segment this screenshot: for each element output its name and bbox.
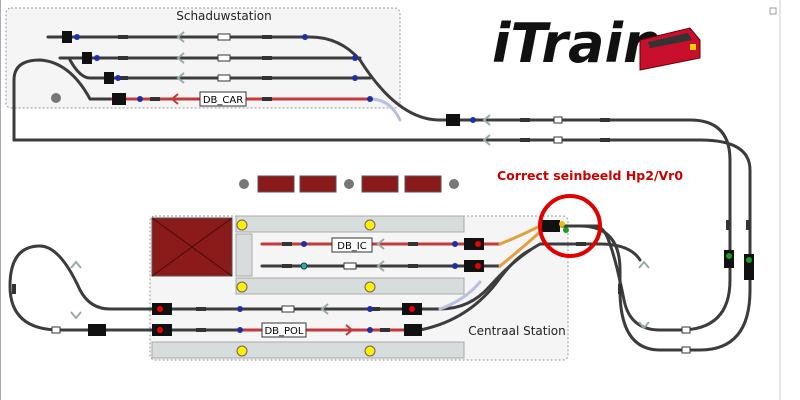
house	[404, 175, 442, 193]
signal-ic[interactable]	[464, 238, 484, 250]
right-loop-inner[interactable]	[578, 224, 752, 352]
main-track-outer[interactable]	[438, 118, 732, 282]
lamp	[364, 281, 376, 293]
annotation-text: Correct seinbeeld Hp2/Vr0	[497, 168, 683, 183]
left-loop[interactable]	[8, 244, 152, 332]
house	[299, 175, 337, 193]
block-db-pol[interactable]	[261, 322, 307, 338]
platform-top	[235, 215, 465, 233]
platform-connector	[235, 233, 253, 277]
shadow-entry-curve[interactable]	[12, 58, 112, 142]
signal[interactable]	[446, 114, 460, 126]
platform-bottom	[151, 341, 465, 359]
signal[interactable]	[88, 324, 106, 336]
block-db-ic[interactable]	[331, 237, 373, 253]
signal[interactable]	[404, 324, 422, 336]
shadow-track-1[interactable]	[46, 35, 442, 122]
signal[interactable]	[464, 260, 484, 272]
tree	[344, 179, 354, 189]
block-db-car[interactable]	[199, 91, 247, 107]
block-db-ic-label: DB_IC	[337, 241, 367, 252]
lamp	[364, 345, 376, 357]
house	[257, 175, 295, 193]
logo-text: iTrain	[492, 12, 661, 75]
signal[interactable]	[112, 93, 126, 105]
central-station-label: Centraal Station	[468, 324, 566, 338]
corner-marker	[769, 7, 777, 15]
lamp	[236, 219, 248, 231]
block-db-car-label: DB_CAR	[203, 95, 243, 106]
platform-middle	[235, 277, 465, 295]
lamp	[364, 219, 376, 231]
house	[361, 175, 399, 193]
signal-hp2-vr0[interactable]	[542, 220, 560, 232]
signal[interactable]	[62, 31, 72, 43]
highlight-circle	[538, 194, 602, 258]
tree	[239, 179, 249, 189]
itrain-logo: iTrain	[492, 12, 701, 75]
lamp	[236, 281, 248, 293]
tree	[51, 93, 61, 103]
main-track-inner[interactable]	[12, 138, 752, 292]
shadow-station-label: Schaduwstation	[176, 9, 272, 23]
signal[interactable]	[82, 52, 92, 64]
train-icon	[639, 27, 701, 71]
tree	[449, 179, 459, 189]
lamp	[236, 345, 248, 357]
signal[interactable]	[104, 72, 114, 84]
block-db-pol-label: DB_POL	[264, 326, 303, 337]
